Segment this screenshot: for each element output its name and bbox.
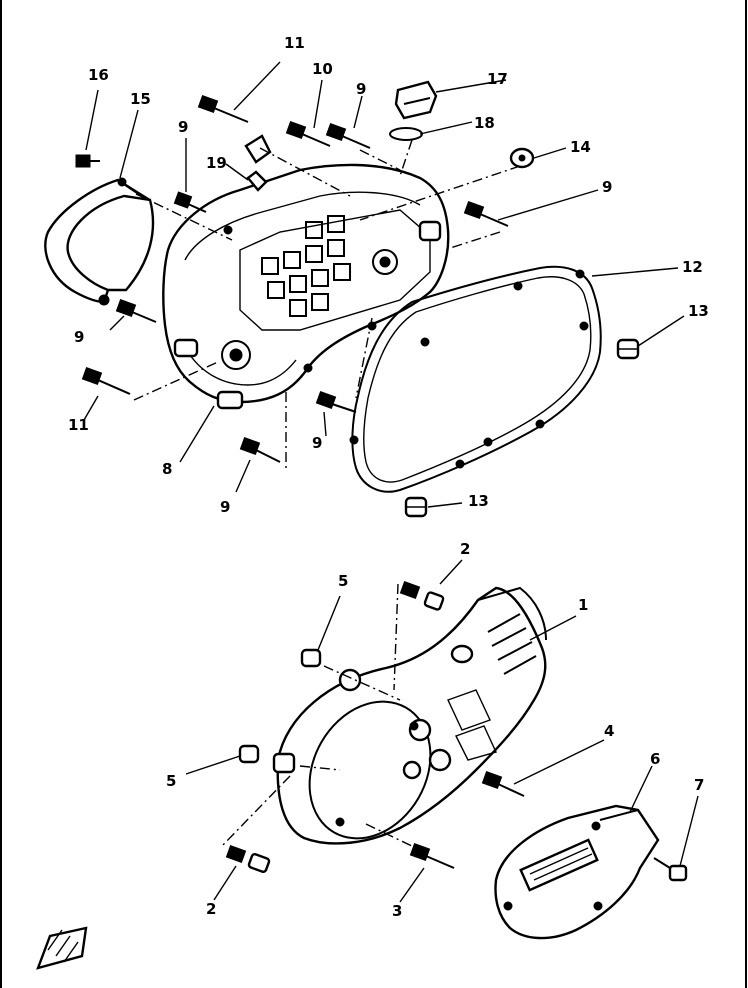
part-13-dowels bbox=[404, 338, 640, 518]
lower-leaders bbox=[185, 559, 699, 903]
part-18-oring bbox=[389, 127, 423, 141]
label-part-9-top: 9 bbox=[356, 80, 367, 98]
label-part-3: 3 bbox=[392, 902, 403, 920]
part-16-screw bbox=[75, 154, 100, 168]
label-part-19: 19 bbox=[206, 154, 227, 172]
label-part-9-mid: 9 bbox=[74, 328, 85, 346]
part-19-bracket bbox=[244, 134, 272, 164]
label-part-5-lower: 5 bbox=[166, 772, 177, 790]
label-part-10: 10 bbox=[312, 60, 333, 78]
label-part-1: 1 bbox=[578, 596, 589, 614]
lower-screws bbox=[225, 580, 688, 882]
part-12-gasket bbox=[349, 265, 602, 493]
part-15-guard bbox=[44, 177, 155, 306]
label-part-11-top: 11 bbox=[284, 34, 305, 52]
label-part-12: 12 bbox=[682, 258, 703, 276]
label-part-8: 8 bbox=[162, 460, 173, 478]
label-part-13-right: 13 bbox=[688, 302, 709, 320]
part-1-cover bbox=[272, 586, 547, 845]
label-part-9-right: 9 bbox=[602, 178, 613, 196]
part-6-side-cover bbox=[494, 804, 660, 940]
label-part-9-bottom: 9 bbox=[220, 498, 231, 516]
label-part-16: 16 bbox=[88, 66, 109, 84]
honeycomb-ribs bbox=[261, 215, 351, 317]
label-part-15: 15 bbox=[130, 90, 151, 108]
label-part-14: 14 bbox=[570, 138, 591, 156]
part-19-clip bbox=[246, 170, 268, 192]
part-17-cap bbox=[394, 80, 438, 120]
upper-screws bbox=[81, 94, 509, 463]
label-part-4: 4 bbox=[604, 722, 615, 740]
label-part-18: 18 bbox=[474, 114, 495, 132]
part-14-plug bbox=[509, 147, 535, 169]
label-part-6: 6 bbox=[650, 750, 661, 768]
label-part-9-left: 9 bbox=[178, 118, 189, 136]
label-part-9-center: 9 bbox=[312, 434, 323, 452]
label-part-2-top: 2 bbox=[460, 540, 471, 558]
label-part-13-lower: 13 bbox=[468, 492, 489, 510]
label-part-2-lower: 2 bbox=[206, 900, 217, 918]
label-part-5-top: 5 bbox=[338, 572, 349, 590]
label-part-17: 17 bbox=[487, 70, 508, 88]
label-part-11-lower: 11 bbox=[68, 416, 89, 434]
front-arrow-icon bbox=[36, 926, 88, 970]
label-part-7: 7 bbox=[694, 776, 705, 794]
upper-leaders bbox=[83, 61, 685, 508]
part-8-cover bbox=[162, 163, 450, 410]
